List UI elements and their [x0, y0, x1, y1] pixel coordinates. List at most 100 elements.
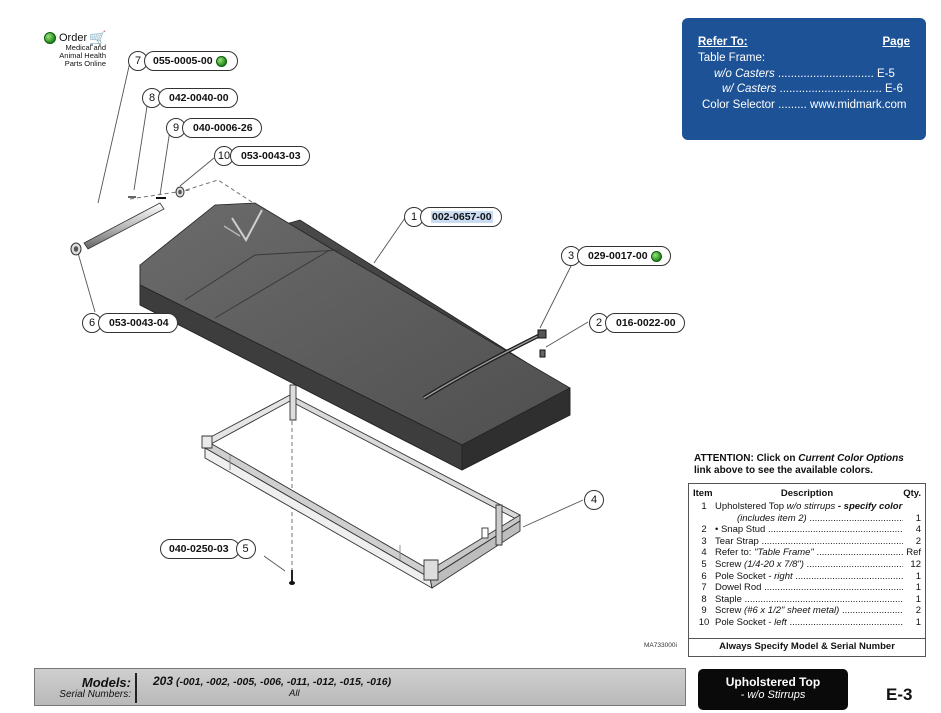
- dot-leader: .........: [774, 98, 811, 111]
- callout-item-2[interactable]: 2 016-0022-00: [589, 313, 685, 333]
- row-item: 6: [701, 570, 707, 582]
- model-base: 203: [153, 674, 174, 688]
- row-item: 10: [698, 616, 710, 628]
- row-qty: 2: [915, 535, 921, 547]
- row-description: Pole Socket - left .....................…: [715, 617, 903, 629]
- callout-pn-text: 029-0017-00: [588, 250, 648, 262]
- callout-part-number: 053-0043-04: [98, 313, 178, 333]
- section-label: Upholstered Top - w/o Stirrups: [698, 669, 848, 710]
- callout-part-number: 040-0250-03: [160, 539, 240, 559]
- refer-wo-casters-page: E-5: [876, 67, 895, 80]
- callout-item-10[interactable]: 10 053-0043-03: [214, 146, 310, 166]
- refer-color-selector-url: www.midmark.com: [810, 98, 907, 111]
- dot-leader: ..............................: [774, 67, 877, 80]
- row-qty: 1: [915, 582, 921, 594]
- page-number: E-3: [886, 685, 913, 704]
- desc-part-c: - specify color: [835, 501, 903, 512]
- callout-item-5[interactable]: 040-0250-03 5: [160, 539, 256, 559]
- models-label: Models:: [81, 675, 131, 690]
- refer-link-w-casters[interactable]: w/ Casters .............................…: [698, 82, 910, 98]
- callout-part-number: 002-0657-00: [420, 207, 502, 227]
- table-row: 2• Snap Stud ...........................…: [689, 524, 925, 536]
- desc-part-a: Refer to:: [715, 547, 755, 559]
- order-sub-1: Medical and: [65, 43, 106, 52]
- callout-num: 5: [235, 539, 256, 559]
- desc-part-a: Staple: [715, 593, 742, 605]
- desc-part-a: Pole Socket -: [715, 616, 775, 628]
- row-qty: 1: [915, 616, 921, 628]
- desc-part-a: (includes item 2): [737, 512, 807, 524]
- row-qty: 12: [910, 558, 921, 570]
- row-description: Screw (1/4-20 x 7/8") ..................…: [715, 559, 903, 571]
- serial-value: All: [289, 688, 300, 699]
- table-row: 10 Pole Socket - left ...................…: [689, 617, 925, 629]
- row-item: 5: [701, 558, 707, 570]
- header-qty: Qty.: [903, 488, 921, 499]
- row-description: Refer to: "Table Frame" ................…: [715, 547, 903, 559]
- callout-item-3[interactable]: 3 029-0017-00: [561, 246, 671, 266]
- order-available-icon[interactable]: [215, 55, 227, 67]
- shopping-cart-icon: 🛒: [89, 30, 107, 46]
- refer-link-color-selector[interactable]: Color Selector ......... www.midmark.com: [698, 98, 910, 114]
- row-item: 2: [701, 524, 707, 536]
- callout-num: 8: [142, 88, 162, 108]
- row-qty: 4: [915, 524, 921, 536]
- order-available-icon[interactable]: [650, 250, 662, 262]
- dot-leader: ........................................…: [816, 547, 903, 559]
- table-row: 7 Dowel Rod .............................…: [689, 582, 925, 594]
- desc-part-a: Upholstered Top: [715, 501, 787, 512]
- attention-prefix: ATTENTION: Click on: [694, 453, 799, 464]
- dot-leader: ........................................…: [767, 524, 903, 536]
- refer-w-casters-label: w/ Casters: [722, 83, 777, 95]
- dot-leader: ........................................…: [741, 593, 903, 605]
- row-description: Dowel Rod ..............................…: [715, 582, 903, 594]
- desc-part-a: Tear Strap: [715, 535, 759, 547]
- refer-wo-casters-label: w/o Casters: [714, 67, 775, 80]
- refer-title: Refer To:: [698, 36, 748, 48]
- row-item: 3: [701, 535, 707, 547]
- row-qty: Ref: [906, 547, 921, 559]
- row-qty: 1: [915, 512, 921, 524]
- callout-item-4[interactable]: 4: [584, 490, 604, 510]
- current-color-options-link[interactable]: Current Color Options: [798, 453, 904, 464]
- refer-link-wo-casters[interactable]: w/o Casters ............................…: [698, 67, 910, 83]
- row-item: [693, 513, 715, 525]
- upholstered-top: [139, 202, 571, 471]
- order-dot-icon: [44, 32, 56, 44]
- callout-item-7[interactable]: 7 055-0005-00: [128, 51, 238, 71]
- desc-part-b: (#6 x 1/2" sheet metal): [744, 605, 840, 617]
- dowel-rod: [70, 186, 185, 256]
- desc-part-a: Screw: [715, 558, 745, 570]
- header-description: Description: [780, 488, 834, 499]
- models-bar: Models: Serial Numbers: 203 (-001, -002,…: [34, 668, 686, 706]
- order-parts-link[interactable]: Order 🛒 Medical and Animal Health Parts …: [44, 30, 114, 68]
- model-variants: (-001, -002, -005, -006, -011, -012, -01…: [173, 676, 392, 688]
- serial-numbers-label: Serial Numbers:: [59, 689, 131, 700]
- callout-item-9[interactable]: 9 040-0006-26: [166, 118, 262, 138]
- dot-leader: ........................................…: [809, 512, 903, 524]
- section-title: Upholstered Top: [725, 675, 821, 689]
- dot-leader: ........................................…: [764, 582, 903, 594]
- drawing-number: MA733000i: [644, 642, 677, 649]
- refer-color-selector-label: Color Selector: [702, 98, 775, 111]
- models-divider: [135, 673, 137, 703]
- callout-part-number: 053-0043-03: [230, 146, 310, 166]
- callout-part-number: 016-0022-00: [605, 313, 685, 333]
- row-item: 7: [701, 582, 707, 594]
- callout-part-number: 055-0005-00: [144, 51, 238, 71]
- header-item: Item: [693, 488, 713, 499]
- section-subtitle: - w/o Stirrups: [740, 689, 806, 701]
- attention-note: ATTENTION: Click on Current Color Option…: [694, 453, 934, 476]
- callout-item-6[interactable]: 6 053-0043-04: [82, 313, 178, 333]
- refer-to-box: Refer To: Page Table Frame: w/o Casters …: [682, 18, 926, 140]
- callout-item-1[interactable]: 1 002-0657-00: [404, 207, 502, 227]
- table-row: (includes item 2) ......................…: [689, 513, 925, 525]
- table-frame: [201, 384, 521, 589]
- attention-line-1: ATTENTION: Click on Current Color Option…: [694, 453, 934, 465]
- callout-item-8[interactable]: 8 042-0040-00: [142, 88, 238, 108]
